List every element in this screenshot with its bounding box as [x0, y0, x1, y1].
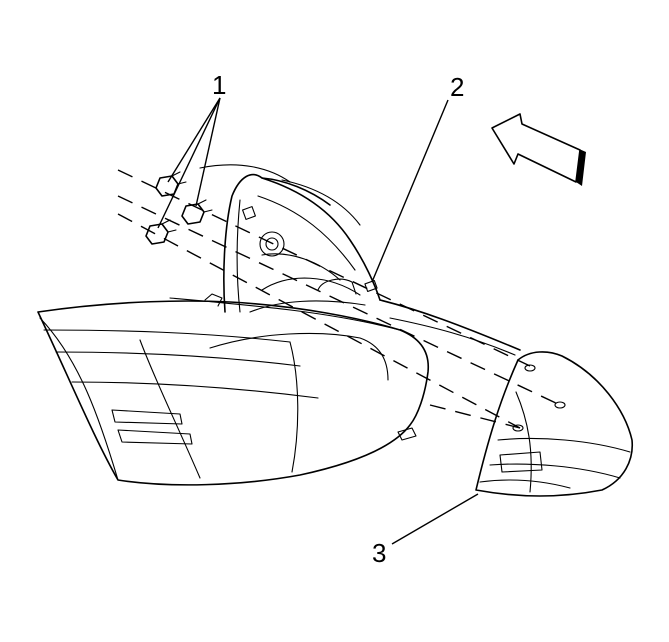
alignment-lines	[117, 169, 561, 429]
nut-middle	[181, 199, 213, 225]
lamp-cavity	[199, 164, 521, 356]
callout-3: 3	[372, 538, 386, 568]
callout-1: 1	[212, 70, 226, 100]
callout-2: 2	[450, 72, 464, 102]
tail-lamp-assembly	[475, 351, 634, 497]
nut-upper	[155, 171, 187, 197]
arrow-icon	[491, 113, 586, 186]
callout-leaders	[157, 97, 479, 545]
nut-lower	[145, 219, 177, 245]
bumper-fascia	[37, 293, 429, 486]
